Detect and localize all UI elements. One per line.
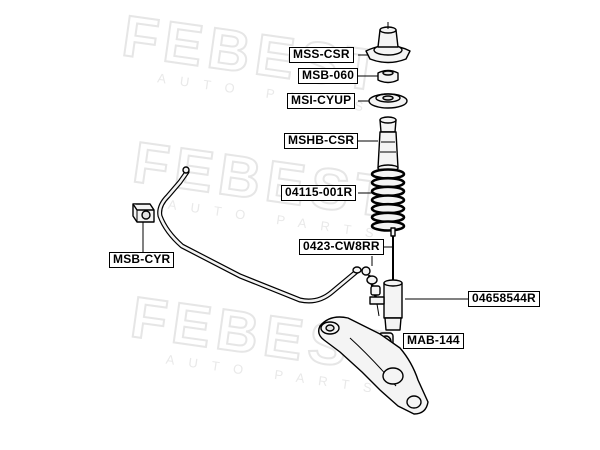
spring-seat-part xyxy=(368,93,408,109)
label-spring: 04115-001R xyxy=(281,185,357,201)
strut-mount-part xyxy=(365,22,411,64)
label-msb-cyr: MSB-CYR xyxy=(109,252,175,268)
label-mab-144: MAB-144 xyxy=(403,333,464,349)
label-stabilizer-link: 0423-CW8RR xyxy=(299,239,384,255)
spring-coil xyxy=(370,220,406,232)
label-shock-absorber: 04658544R xyxy=(468,291,540,307)
coil-spring-part xyxy=(370,168,406,232)
label-msi-cyup: MSI-CYUP xyxy=(287,93,356,109)
label-mshb-csr: MSHB-CSR xyxy=(284,133,359,149)
stabilizer-link-part xyxy=(361,266,385,317)
label-msb-060: MSB-060 xyxy=(298,68,359,84)
lower-arm-part xyxy=(317,316,429,415)
bar-bushing-part xyxy=(132,203,155,223)
bearing-part xyxy=(377,69,399,84)
label-mss-csr: MSS-CSR xyxy=(289,47,354,63)
stabilizer-bar-part xyxy=(157,166,362,304)
dust-boot-part xyxy=(377,116,399,172)
